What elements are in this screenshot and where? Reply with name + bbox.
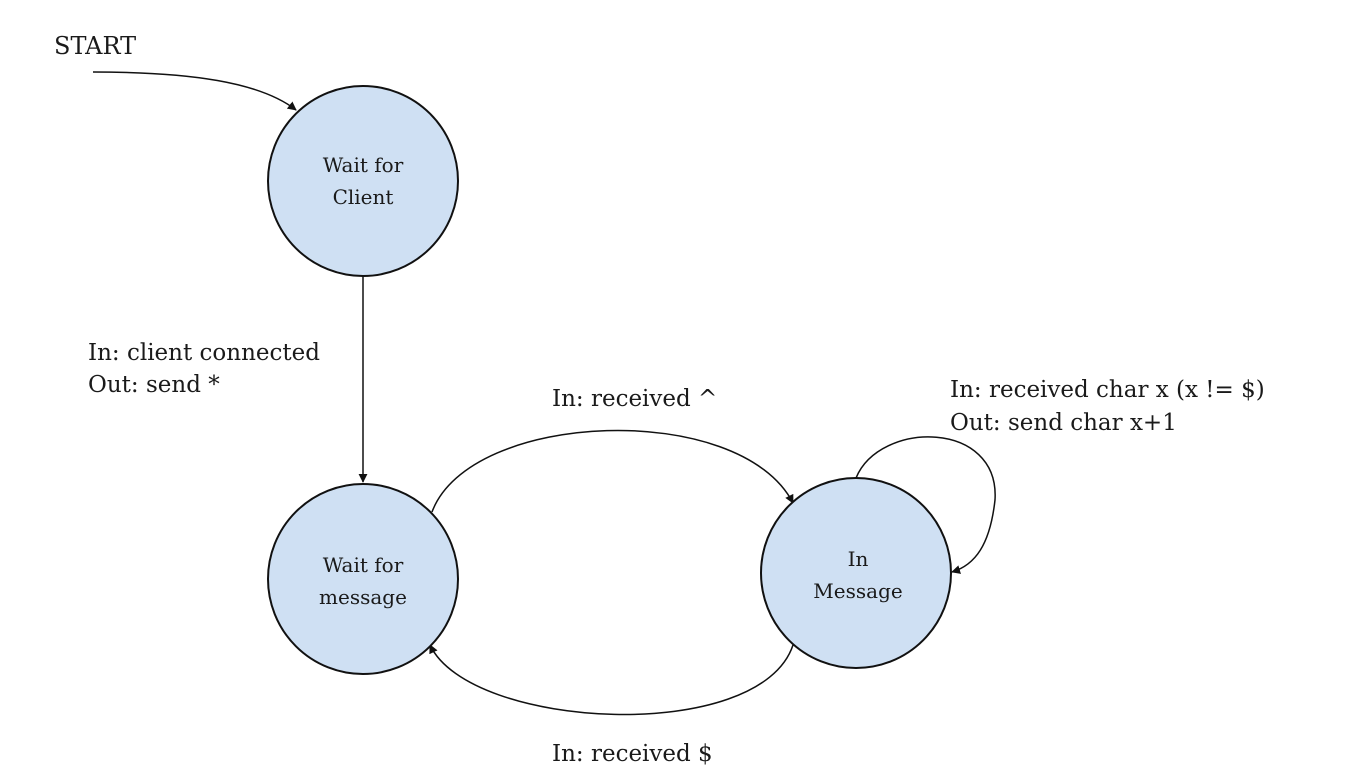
edge-self-loop-received-char bbox=[855, 436, 996, 574]
state-in-message-line1: In bbox=[848, 547, 869, 571]
state-wait-for-message-line2: message bbox=[319, 585, 407, 609]
start-arrow bbox=[92, 71, 297, 111]
state-wait-for-message-circle bbox=[267, 483, 459, 675]
state-in-message-line2: Message bbox=[813, 579, 902, 603]
state-wait-for-message-line1: Wait for bbox=[323, 553, 404, 577]
start-label: START bbox=[54, 32, 136, 60]
edge-received-dollar bbox=[429, 644, 794, 716]
label-received-char-in: In: received char x (x != $) bbox=[950, 377, 1265, 403]
label-received-char-out: Out: send char x+1 bbox=[950, 410, 1177, 436]
state-in-message-circle bbox=[760, 477, 952, 669]
state-wait-for-message: Wait for message bbox=[267, 483, 459, 675]
state-in-message: In Message bbox=[760, 477, 952, 669]
label-client-connected-out: Out: send * bbox=[88, 372, 220, 398]
state-wait-for-client-line2: Client bbox=[333, 185, 394, 209]
state-wait-for-client-circle bbox=[267, 85, 459, 277]
label-received-dollar: In: received $ bbox=[552, 741, 713, 767]
label-received-caret: In: received ^ bbox=[552, 386, 717, 412]
label-client-connected-in: In: client connected bbox=[88, 340, 320, 366]
edge-received-caret bbox=[431, 429, 794, 513]
state-wait-for-client-line1: Wait for bbox=[323, 153, 404, 177]
state-wait-for-client: Wait for Client bbox=[267, 85, 459, 277]
